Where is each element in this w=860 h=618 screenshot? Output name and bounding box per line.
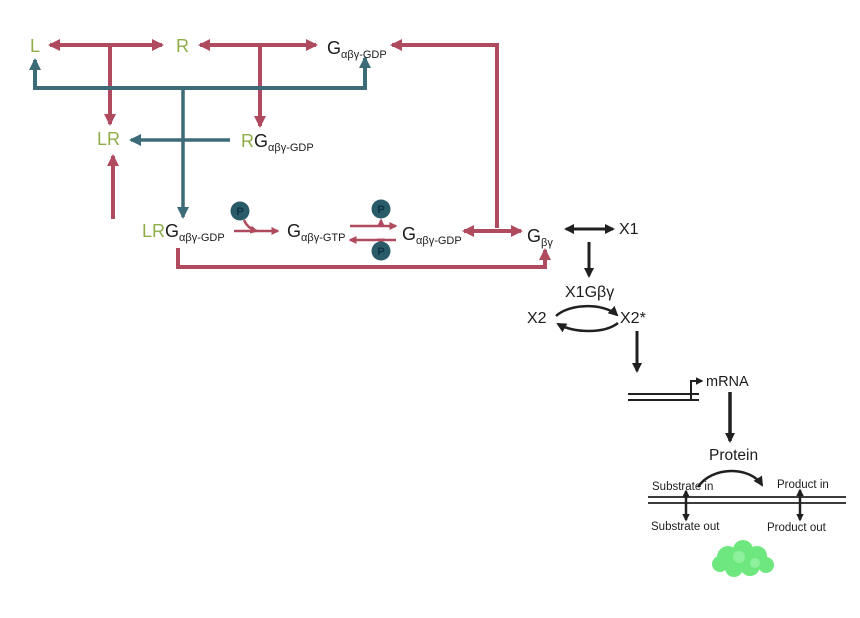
arrow-ggdp-feedback (390, 39, 499, 228)
product-out-label: Product out (767, 522, 827, 534)
betagamma-subscript: βγ (541, 237, 553, 249)
blob-shape (725, 559, 743, 577)
phosphate-badge: P (371, 241, 391, 261)
arrow-catalysis-substrate-product (696, 469, 764, 488)
protein-label: Protein (709, 447, 758, 464)
lrg-complex-label: LRGαβγ-GDP (142, 221, 225, 244)
protein-product-blob (712, 540, 774, 577)
arrow-x2-x2star (555, 304, 619, 317)
g-letter: G (402, 224, 416, 244)
arrow-recycle-l-ggdp (29, 56, 371, 90)
arrow-phosphate-exchange (242, 219, 259, 234)
g-letter: G (527, 226, 541, 246)
g-letter: G (165, 221, 179, 241)
g-letter: G (327, 38, 341, 58)
receptor-label: R (176, 36, 189, 56)
g-betagamma-label: Gβγ (527, 226, 553, 249)
g-gdp-subscript: αβγ-GDP (179, 232, 225, 244)
phosphate-circle (371, 199, 391, 219)
blob-shape (712, 556, 728, 572)
blob-highlight (750, 558, 760, 568)
substrate-out-label: Substrate out (651, 521, 720, 533)
blob-highlight (733, 551, 745, 563)
arrow-lrg-gbg-feedback (176, 248, 551, 269)
phosphate-badge: P (371, 199, 391, 219)
phosphate-label: P (377, 204, 384, 216)
lr-complex-label: LR (97, 129, 120, 149)
gene-dna-lines (628, 393, 699, 401)
r-letter: R (241, 131, 254, 151)
g-gdp-membrane-label: Gαβγ-GDP (327, 38, 387, 61)
mrna-label: mRNA (706, 374, 749, 390)
phosphate-circle (230, 201, 250, 221)
phosphate-badge: P (230, 201, 250, 221)
x2-active-label: X2* (620, 310, 646, 327)
membrane-lines (648, 496, 846, 504)
g-gdp-cytosol-label: Gαβγ-GDP (402, 224, 462, 247)
rg-complex-label: RGαβγ-GDP (241, 131, 314, 154)
g-gdp-subscript: αβγ-GDP (341, 49, 387, 61)
x2-label: X2 (527, 310, 547, 327)
substrate-in-label: Substrate in (652, 481, 713, 493)
arrow-x2star-x2 (556, 321, 619, 333)
phosphate-label: P (236, 206, 243, 218)
phosphate-label: P (377, 246, 384, 258)
blob-shape (758, 557, 774, 573)
g-letter: G (254, 131, 268, 151)
g-gtp-label: Gαβγ-GTP (287, 221, 345, 244)
g-gdp-subscript: αβγ-GDP (416, 235, 462, 247)
ligand-label: L (30, 36, 40, 56)
transcription-start-arrow (690, 377, 704, 399)
lr-letters: LR (142, 221, 165, 241)
x1gbg-complex-label: X1Gβγ (565, 284, 614, 301)
g-letter: G (287, 221, 301, 241)
product-in-label: Product in (777, 479, 829, 491)
g-gdp-subscript: αβγ-GDP (268, 142, 314, 154)
g-gtp-subscript: αβγ-GTP (301, 232, 345, 244)
phosphate-circle (371, 241, 391, 261)
x1-label: X1 (619, 221, 639, 238)
